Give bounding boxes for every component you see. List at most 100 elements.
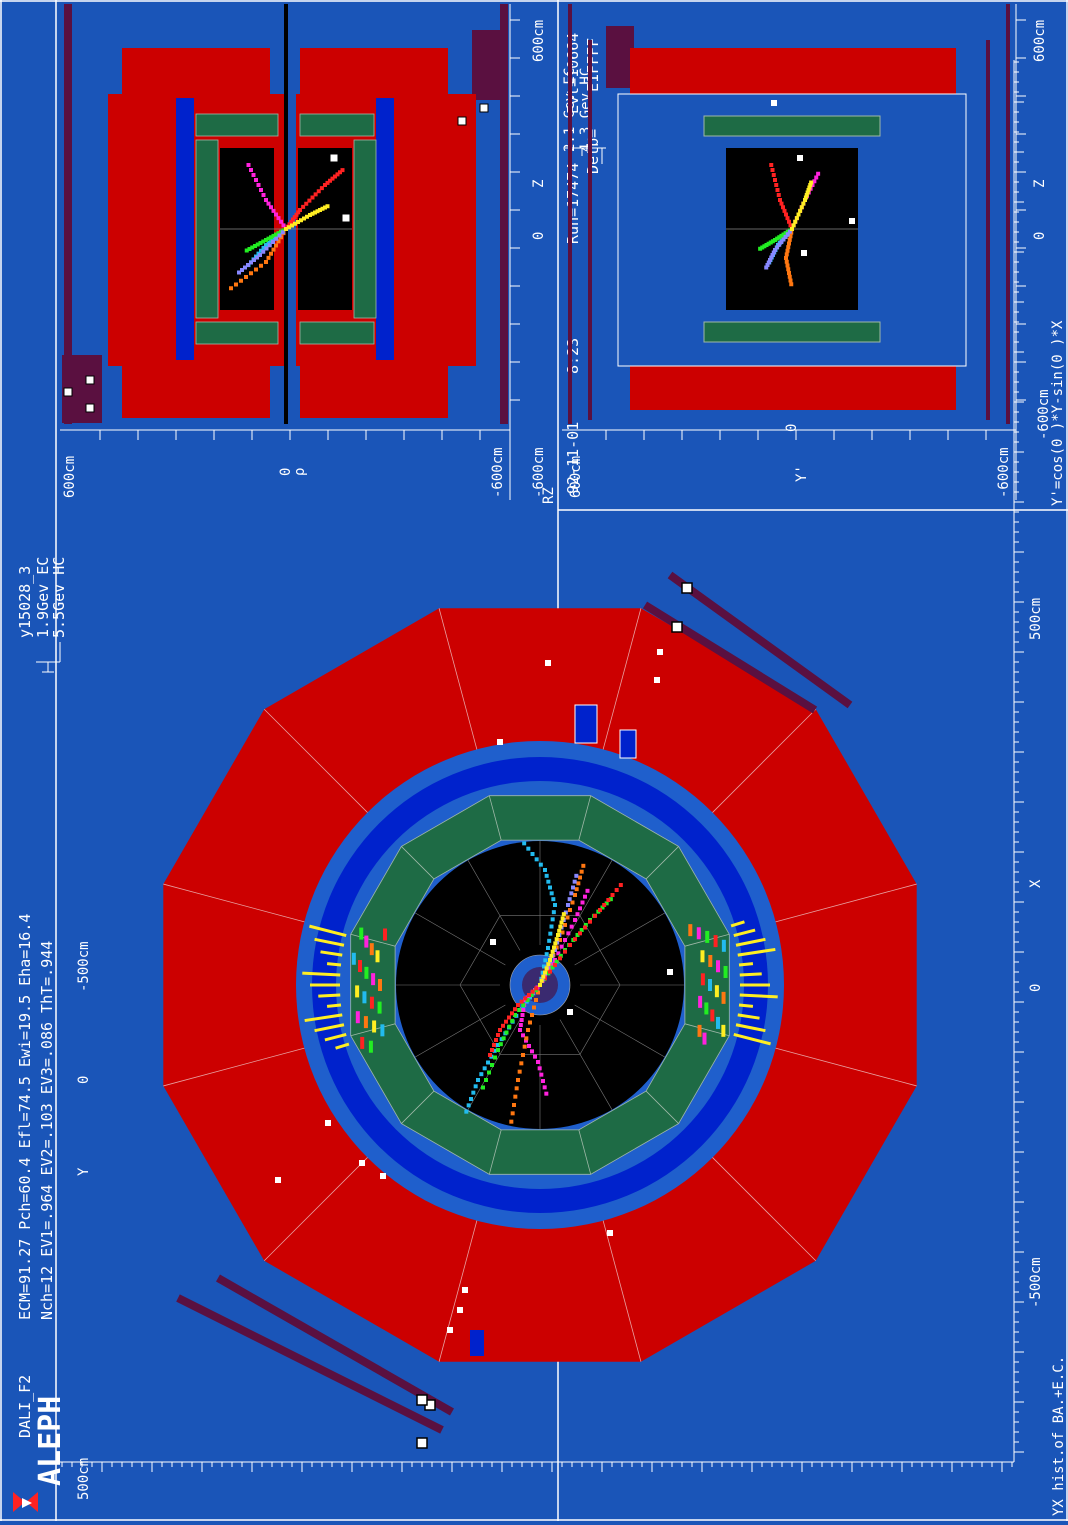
yp-track-hit xyxy=(777,242,782,247)
rz-track-hit xyxy=(271,208,276,213)
header-line-1: ECM=91.27 Pch=60.4 Efl=74.5 Ewi=19.5 Eha… xyxy=(16,914,34,1320)
rz-track-hit xyxy=(293,221,297,226)
energy-tower xyxy=(302,971,341,977)
energy-tower xyxy=(326,1003,342,1008)
energy-tower xyxy=(335,1042,350,1050)
hcal-sector-line xyxy=(163,1046,309,1087)
yp-track-hit xyxy=(788,234,793,239)
ecal-deposit xyxy=(362,991,367,1004)
ecal-deposit xyxy=(369,996,374,1009)
energy-tower xyxy=(304,1013,343,1023)
track-hit xyxy=(576,881,581,886)
energy-tower xyxy=(735,937,766,947)
track-hit xyxy=(566,903,570,907)
rz-track-hit xyxy=(243,265,247,270)
rz-track-hit xyxy=(271,247,276,252)
rz-track-hit xyxy=(239,278,243,283)
hcal-sector-line xyxy=(163,883,309,924)
track-hit xyxy=(496,1048,500,1052)
track-hit xyxy=(507,1015,511,1020)
track-hit xyxy=(602,903,607,907)
energy-tower xyxy=(738,1003,754,1008)
track-hit xyxy=(565,915,570,920)
rz-track-hit xyxy=(325,204,330,209)
track-hit xyxy=(519,1018,524,1022)
rz-track-hit xyxy=(250,245,255,250)
track-hit xyxy=(484,1078,488,1082)
rz-track-hit xyxy=(296,220,300,224)
yx-x-axis-label: X xyxy=(1028,879,1044,888)
yprime-caption: Y'=cos(0 )*Y-sin(0 )*X xyxy=(1050,320,1066,506)
track-hit xyxy=(494,1038,498,1042)
track-hit xyxy=(527,993,531,997)
aleph-logo-icon xyxy=(13,1492,38,1512)
date-label: 92-11-01 xyxy=(564,422,582,494)
track-hit xyxy=(490,1063,494,1067)
track-hit xyxy=(550,965,555,970)
track-hit xyxy=(498,1028,502,1032)
tpc-sector-line xyxy=(467,860,521,951)
white-hit xyxy=(462,1287,468,1293)
track-hit xyxy=(549,924,554,929)
yprime-view xyxy=(568,4,1010,424)
yx-y-axis-label: Y xyxy=(76,1167,92,1176)
track-hit xyxy=(526,1028,530,1032)
yp-track-hit xyxy=(781,205,785,210)
yp-track-hit xyxy=(796,212,801,217)
rz-ecal-endcap xyxy=(299,113,375,137)
energy-tower xyxy=(737,1013,760,1020)
rz-track-hit xyxy=(289,219,294,224)
ecal-deposit xyxy=(721,991,726,1004)
yprime-z-axis-label: Z xyxy=(1032,180,1048,188)
track-hit xyxy=(522,1044,527,1049)
yprime-y-tick-zero: 0 xyxy=(784,424,800,432)
yp-track-hit xyxy=(798,208,803,213)
yp-track-hit xyxy=(775,245,780,250)
hcal-sector-line xyxy=(709,1154,817,1262)
rz-track-hit xyxy=(254,178,258,182)
track-hit xyxy=(561,912,566,917)
yp-track-hit xyxy=(773,238,777,242)
rz-track-hit xyxy=(252,258,256,262)
rz-track-hit xyxy=(287,225,291,230)
white-hit xyxy=(490,939,496,945)
track-hit xyxy=(575,912,580,917)
white-hit xyxy=(667,969,673,975)
track-hit xyxy=(523,996,528,1001)
ecal-deposit xyxy=(355,1011,360,1024)
rz-track-hit xyxy=(264,198,268,202)
track-hit xyxy=(520,1013,525,1017)
yp-track-hit xyxy=(771,250,776,255)
ecal-deposit xyxy=(359,927,364,940)
track-hit xyxy=(553,948,557,952)
ecal-deposit xyxy=(714,985,719,998)
track-hit xyxy=(544,1091,549,1096)
track-hit xyxy=(527,1044,531,1048)
rz-track-hit xyxy=(287,222,292,227)
track-hit xyxy=(533,1054,537,1059)
yx-y-tick-pos: 500cm xyxy=(76,1458,92,1500)
rz-track-hit xyxy=(261,245,266,250)
track-hit xyxy=(559,920,564,925)
rz-track-hit xyxy=(246,263,250,267)
track-hit xyxy=(549,891,554,896)
rz-rho-label: ρ xyxy=(292,468,308,476)
muon-chamber-bar xyxy=(176,1294,444,1434)
white-hit xyxy=(497,739,503,745)
track-hit xyxy=(504,1019,508,1024)
white-hit xyxy=(545,660,551,666)
rz-track-hit xyxy=(264,246,269,251)
track-hit xyxy=(466,1103,471,1108)
yp-track-hit xyxy=(808,183,813,187)
yp-track-hit xyxy=(758,246,763,251)
track-hit xyxy=(513,1007,517,1012)
track-hit xyxy=(604,901,609,906)
track-hit xyxy=(530,1049,534,1054)
ecal-deposit xyxy=(705,930,710,943)
track-hit xyxy=(540,970,545,975)
tpc-sector-line xyxy=(574,1004,665,1058)
program-label: DALI_F2 xyxy=(16,1375,34,1438)
yp-track-hit xyxy=(779,233,784,238)
header-line-2: Nch=12 EV1=.964 EV2=.103 EV3=.086 ThT=.9… xyxy=(38,941,56,1320)
